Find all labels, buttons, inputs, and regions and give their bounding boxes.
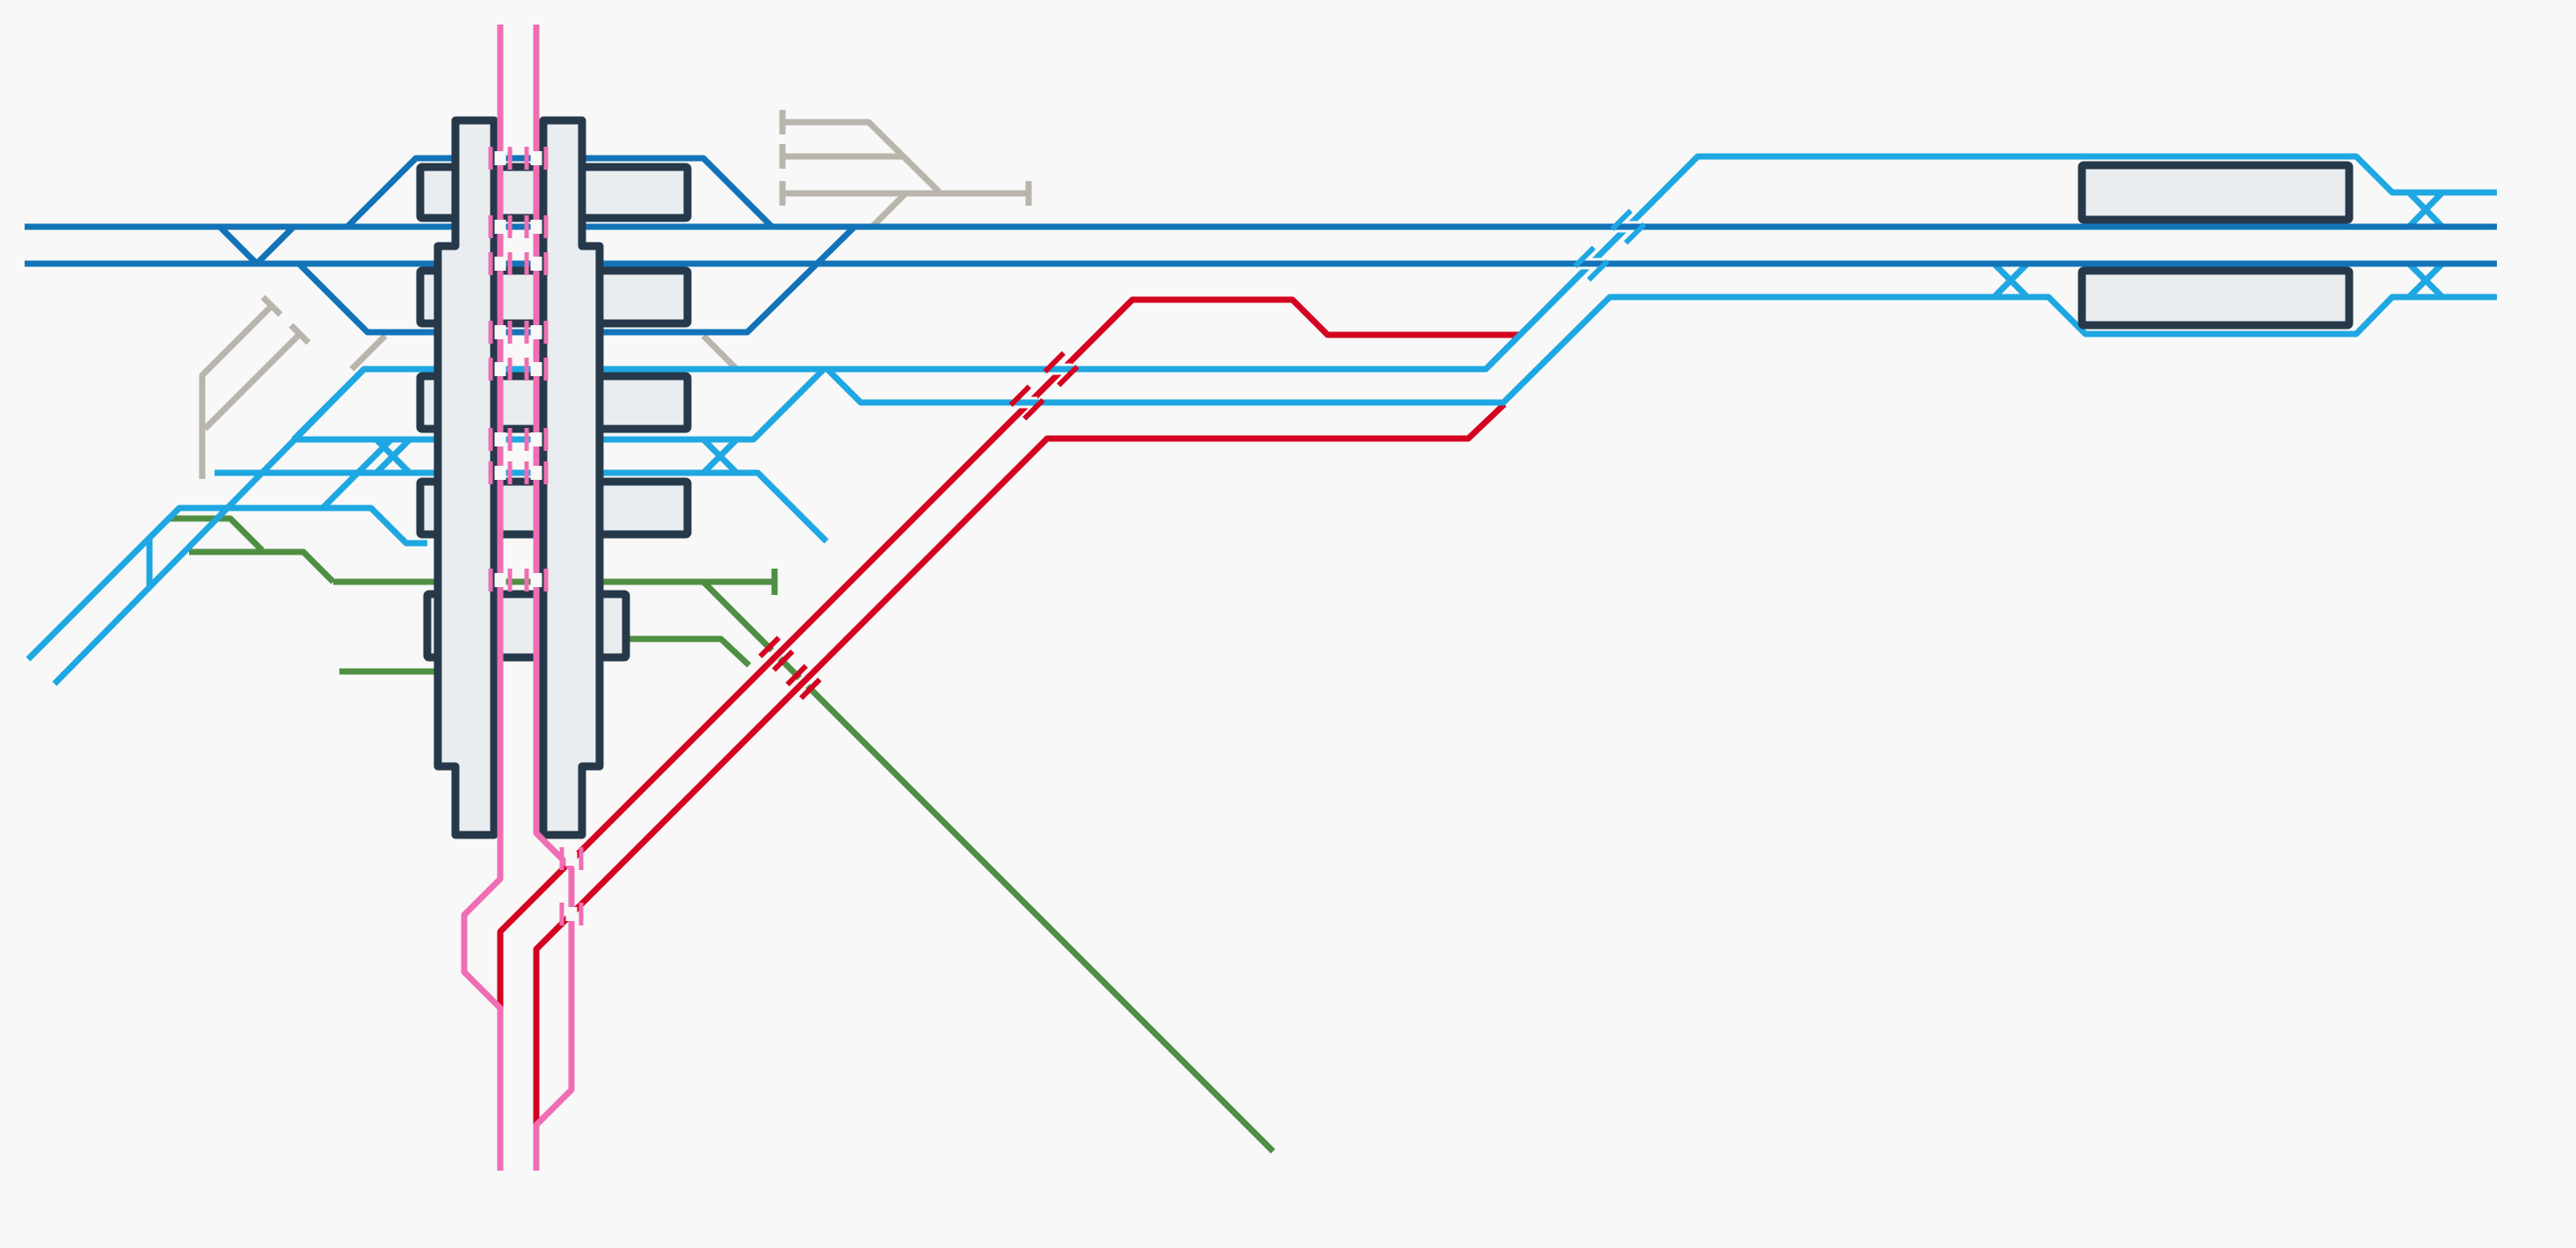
station-cyan-crossover-right-2 (701, 437, 739, 475)
bridge-tick-1 (785, 664, 808, 686)
green-southeast-branch (701, 579, 1276, 1154)
pink-crossing-marks-group (488, 147, 584, 925)
siding-stub-ne-link (870, 191, 908, 229)
station-island-east (539, 116, 604, 839)
platform-east-1 (2078, 161, 2354, 224)
green-lines-group (170, 515, 1276, 1154)
red-lines-group (497, 296, 1520, 1131)
crossover-east-platforms-2 (1991, 261, 2030, 300)
station-island-west (433, 116, 498, 839)
station-cyan-crossover-left-2 (374, 437, 412, 475)
bridge-tick-0 (1057, 365, 1080, 388)
west-link-down (291, 366, 367, 442)
siding-stub-west-1 (199, 305, 273, 479)
gray-link-west (349, 333, 388, 372)
pink-tram-lines-group (461, 25, 575, 1171)
gray-link-east (701, 333, 739, 372)
platforms-group (416, 116, 2354, 839)
gray-sidings-group (199, 119, 1029, 479)
bridge-tick-0 (1624, 222, 1647, 245)
southwest-line-inner (25, 504, 427, 662)
crossover-west-2 (254, 224, 296, 266)
bridge-tick-1 (1573, 245, 1596, 268)
green-west-lower (189, 548, 336, 584)
bridge-tick-1 (758, 635, 781, 658)
bridge-tick-1 (1008, 384, 1031, 407)
tram-line-east (533, 25, 575, 1171)
red-line-north (497, 296, 1520, 1011)
crossover-west-1 (217, 224, 259, 266)
bridge-tick-0 (799, 678, 822, 700)
platform-east-2 (2078, 266, 2354, 330)
bridge-tick-0 (1022, 398, 1045, 421)
crossover-far-east-lower-2 (2406, 261, 2445, 300)
bridge-marks-group (758, 208, 1647, 700)
bridge-tick-0 (772, 649, 795, 672)
stub-cap-west-1 (260, 294, 283, 317)
bridge-tick-1 (1610, 208, 1633, 231)
siding-stub-west-2 (202, 333, 301, 432)
stub-cap-west-2 (288, 323, 311, 345)
green-west-upper (170, 515, 265, 553)
red-line-south (533, 402, 1507, 1131)
bridge-tick-1 (1043, 351, 1066, 374)
end-caps-group (260, 110, 1032, 595)
tram-line-west (461, 25, 504, 1171)
station-cyan-lower (215, 469, 829, 544)
crossover-far-east-upper-2 (2406, 190, 2445, 229)
siding-stub-ne-1 (782, 119, 942, 194)
east-line-lower (825, 294, 2497, 406)
cyan-lines-group (25, 153, 2497, 686)
bridge-tick-0 (1587, 259, 1610, 282)
